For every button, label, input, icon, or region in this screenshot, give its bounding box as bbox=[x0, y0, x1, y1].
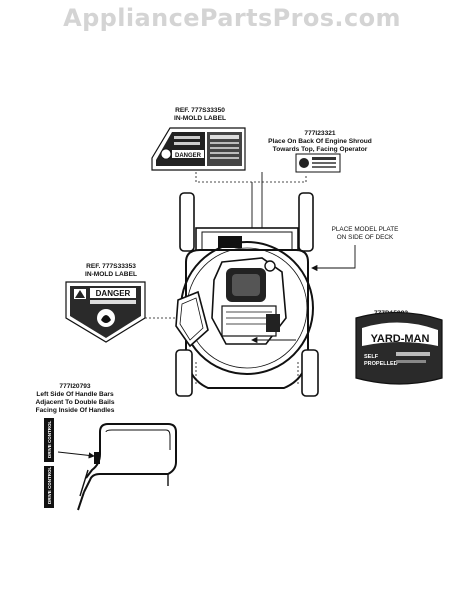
callout-handle-part: 777I20793 bbox=[59, 383, 91, 390]
yardman-decal: YARD-MAN SELF PROPELLED bbox=[355, 311, 443, 385]
handle-label-arrow bbox=[57, 451, 95, 459]
handle-bar-assembly bbox=[77, 423, 177, 511]
top-inmold-danger-label: DANGER bbox=[151, 127, 246, 171]
callout-model-plate: PLACE MODEL PLATE ON SIDE OF DECK bbox=[324, 226, 406, 242]
callout-handle-line3: Facing Inside Of Handles bbox=[35, 407, 115, 414]
side-discharge-chute bbox=[175, 290, 209, 348]
yardman-propelled-text: PROPELLED bbox=[364, 361, 398, 367]
top-label-danger-text: DANGER bbox=[175, 153, 202, 159]
site-watermark: AppliancePartsPros.com bbox=[63, 4, 401, 32]
callout-handle-line1: Left Side Of Handle Bars bbox=[36, 391, 114, 398]
callout-handle-label: 777I20793 Left Side Of Handle Bars Adjac… bbox=[28, 383, 122, 415]
left-inmold-danger-label: DANGER bbox=[65, 281, 146, 343]
drive-control-strip-upper: DRIVE CONTROL bbox=[44, 418, 54, 462]
callout-shroud-line2: Towards Top, Facing Operator bbox=[272, 146, 368, 153]
yardman-brand-text: YARD-MAN bbox=[371, 333, 430, 345]
left-label-danger-text: DANGER bbox=[96, 289, 131, 298]
callout-model-plate-line1: PLACE MODEL PLATE bbox=[331, 226, 399, 233]
mower-body bbox=[175, 192, 319, 397]
rear-right-wheel bbox=[298, 192, 314, 252]
drive-control-lower-text: DRIVE CONTROL bbox=[47, 466, 52, 504]
model-plate-arrow bbox=[311, 245, 356, 272]
front-left-wheel bbox=[175, 349, 193, 397]
callout-shroud-line1: Place On Back Of Engine Shroud bbox=[268, 138, 372, 145]
shroud-small-label bbox=[295, 153, 341, 173]
front-right-wheel bbox=[301, 349, 319, 397]
drive-control-upper-text: DRIVE CONTROL bbox=[47, 420, 52, 458]
callout-handle-line2: Adjacent To Double Bails bbox=[35, 399, 115, 406]
top-bracket-line bbox=[195, 172, 307, 183]
yardman-self-text: SELF bbox=[364, 354, 379, 360]
callout-shroud-part: 777I23321 bbox=[304, 130, 336, 137]
callout-top-label-desc: IN-MOLD LABEL bbox=[173, 115, 226, 122]
callout-left-label-desc: IN-MOLD LABEL bbox=[84, 271, 137, 278]
callout-model-plate-line2: ON SIDE OF DECK bbox=[336, 234, 394, 241]
rear-left-wheel bbox=[179, 192, 195, 252]
callout-left-label-ref: REF. 777S33353 bbox=[86, 263, 136, 270]
callout-top-label-ref: REF. 777S33350 bbox=[175, 107, 225, 114]
callout-top-label: REF. 777S33350 IN-MOLD LABEL bbox=[170, 107, 230, 123]
callout-shroud-label: 777I23321 Place On Back Of Engine Shroud… bbox=[262, 130, 378, 154]
callout-left-label: REF. 777S33353 IN-MOLD LABEL bbox=[80, 263, 142, 279]
drive-control-strip-lower: DRIVE CONTROL bbox=[44, 466, 54, 508]
